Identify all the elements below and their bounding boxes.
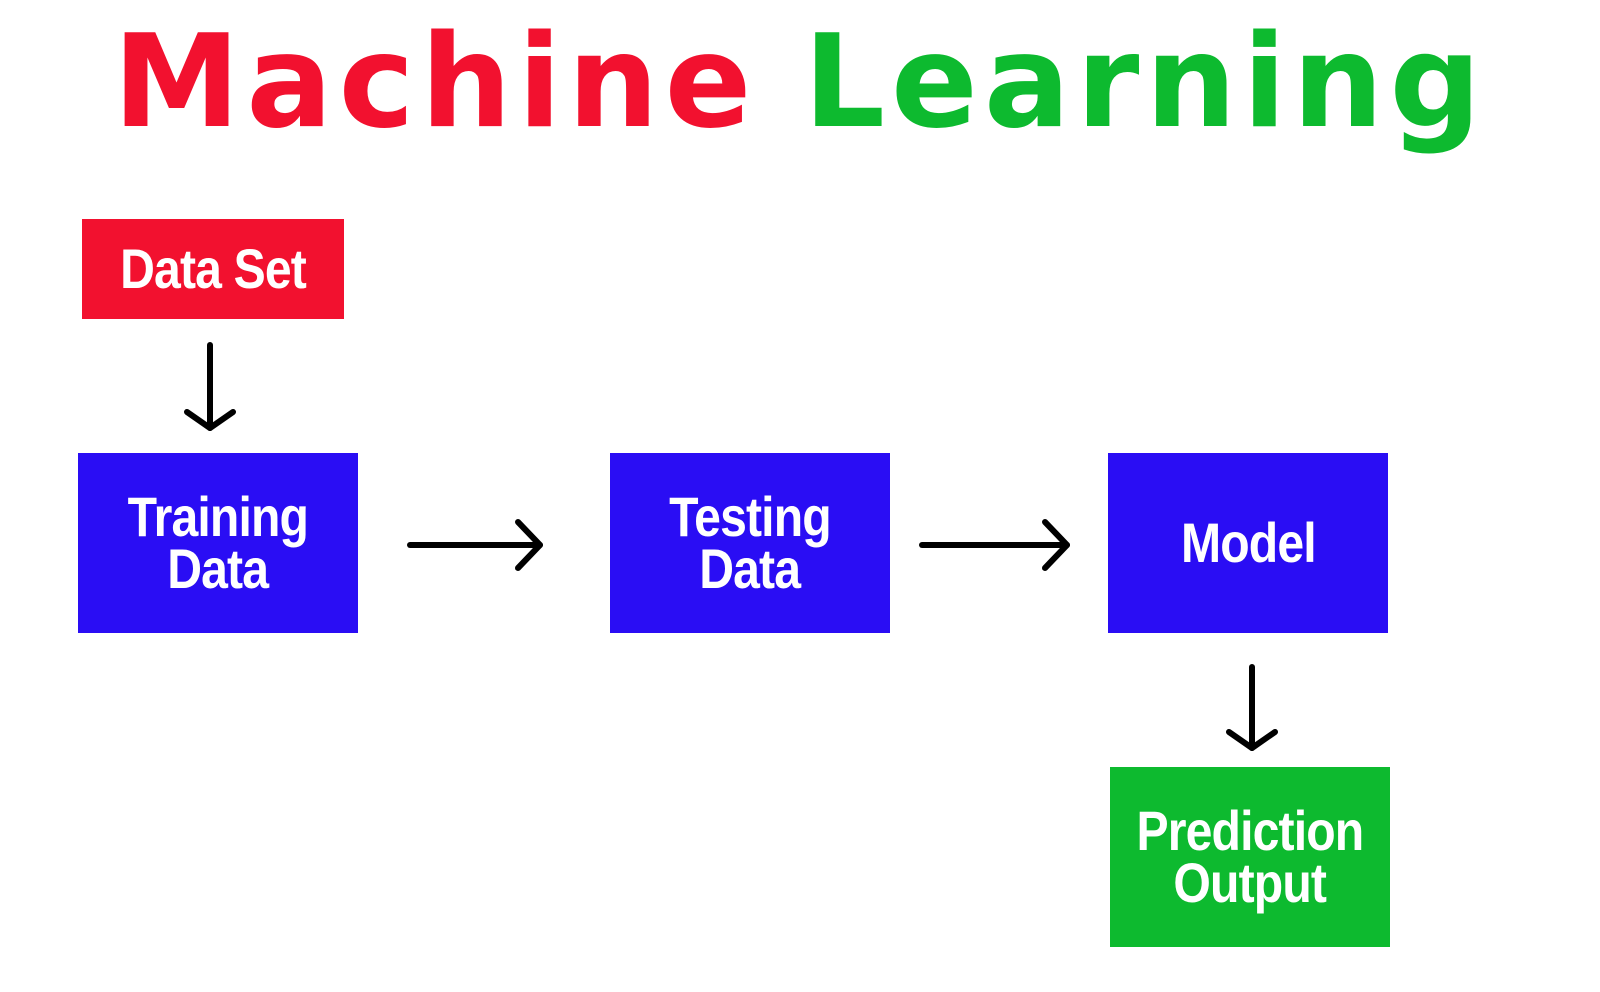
node-model: Model: [1108, 453, 1388, 633]
node-prediction-output-label-line1: Prediction: [1136, 799, 1365, 862]
node-training-data-label-line2: Data: [167, 537, 270, 600]
node-testing-data-label-line2: Data: [699, 537, 802, 600]
arrow-model-to-prediction: [1226, 664, 1278, 751]
node-data-set-label: Data Set: [120, 237, 307, 300]
title-word-machine: Machine: [112, 8, 758, 157]
arrow-training-to-testing: [407, 519, 543, 571]
arrow-dataset-to-training: [184, 342, 236, 431]
node-testing-data-label-line1: Testing: [669, 485, 832, 548]
node-testing-data: Testing Data: [610, 453, 890, 633]
node-prediction-output-label-line2: Output: [1173, 851, 1327, 914]
diagram-title: Machine Learning: [0, 8, 1600, 158]
node-training-data-label-line1: Training: [127, 485, 309, 548]
node-prediction-output: Prediction Output: [1110, 767, 1390, 947]
node-data-set: Data Set: [82, 219, 344, 319]
arrow-testing-to-model: [919, 519, 1070, 571]
title-word-learning: Learning: [803, 8, 1488, 157]
node-model-label: Model: [1180, 511, 1317, 574]
node-training-data: Training Data: [78, 453, 358, 633]
